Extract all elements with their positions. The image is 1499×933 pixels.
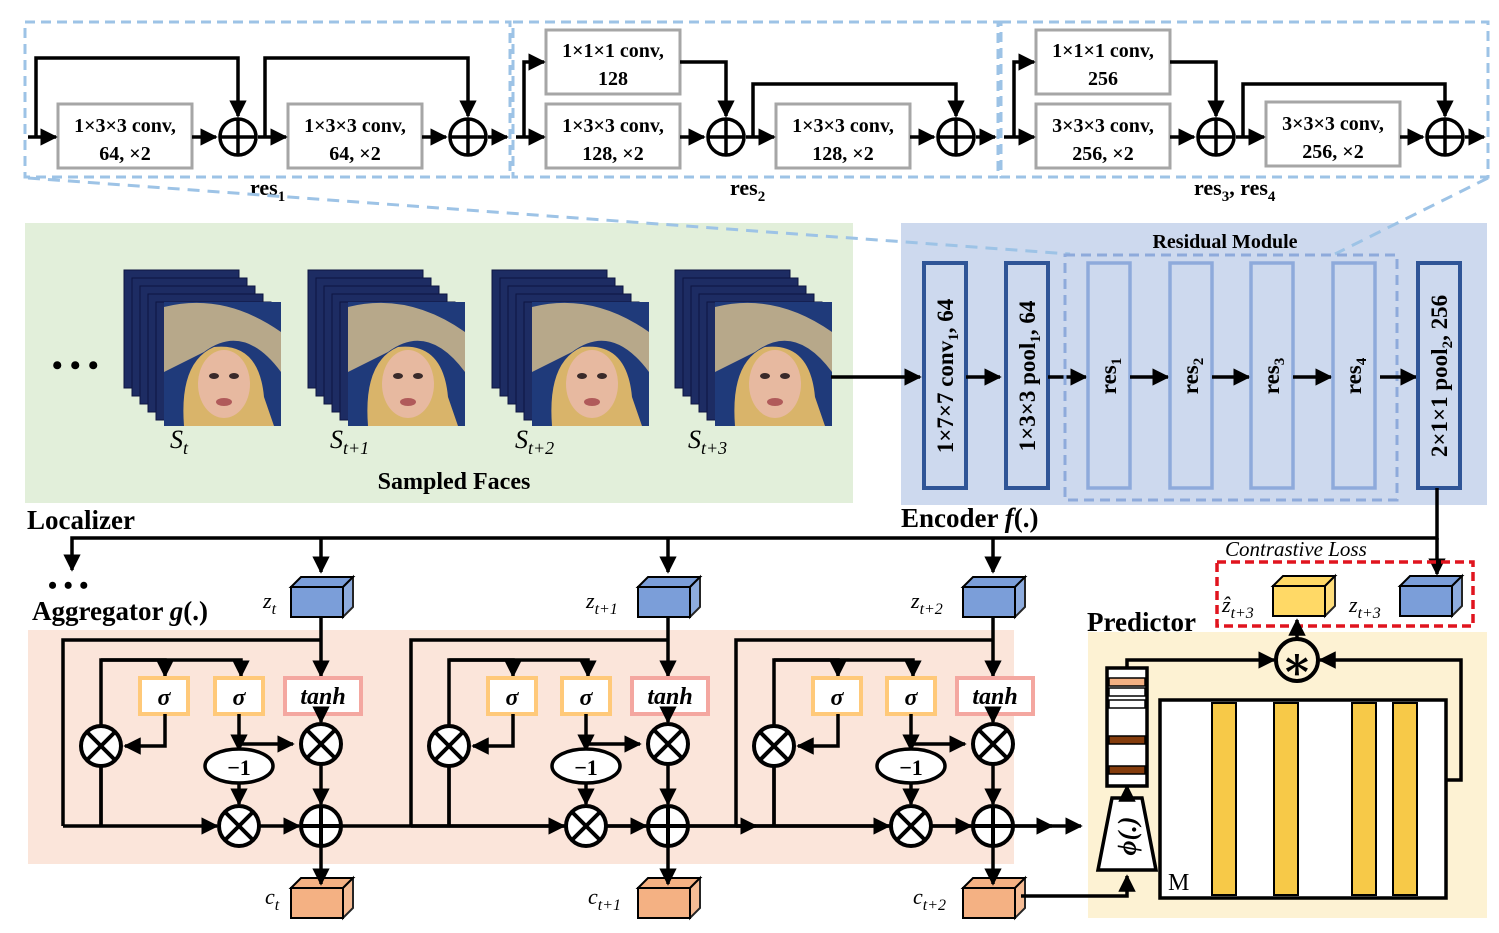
memory-label: M <box>1168 870 1189 896</box>
tanh-gate: tanh <box>972 684 1017 710</box>
encoder-output-bus <box>63 488 1446 576</box>
residual-module-stages: res1 res2 res3 res4 <box>1086 261 1377 490</box>
res2-conv-b-line1: 1×3×3 conv, <box>792 115 894 137</box>
encoder-pool2-label: 2×1×1 pool2, 256 <box>1427 295 1456 457</box>
face-stack <box>123 269 281 426</box>
encoder-conv1-label: 1×7×7 conv1, 64 <box>933 298 962 453</box>
sigma-gate: σ <box>831 685 845 711</box>
sigma-gate: σ <box>905 685 919 711</box>
sigma-gate: σ <box>506 685 520 711</box>
face-stack <box>307 269 465 426</box>
aggregator-ellipsis: • • • <box>48 571 88 600</box>
minus-one: −1 <box>227 755 251 780</box>
minus-one: −1 <box>899 755 923 780</box>
contrastive-loss-label: Contrastive Loss <box>1225 537 1367 561</box>
res34-shortcut-line1: 1×1×1 conv, <box>1052 40 1154 62</box>
residual-stage-label: res2 <box>1178 358 1207 394</box>
sampled-faces-caption: Sampled Faces <box>378 469 531 495</box>
conv-operator-symbol: ∗ <box>1281 638 1313 689</box>
gru-cell: zt ct σ σ tanh −1 <box>61 574 758 921</box>
face-stack <box>491 269 649 426</box>
res34-conv-a-line2: 256, ×2 <box>1072 143 1133 165</box>
gru-cell: zt+1 ct+1 σ σ tanh −1 <box>409 574 1083 921</box>
residual-stage-label: res1 <box>1096 358 1125 394</box>
tanh-gate: tanh <box>647 684 692 710</box>
ztarget-label: zt+3 <box>1348 592 1381 622</box>
memory-bars <box>1211 702 1418 896</box>
feature-vector <box>1105 666 1149 788</box>
res1-conv-b-line2: 64, ×2 <box>329 143 380 165</box>
predictor-cubes <box>1270 573 1465 619</box>
res2-shortcut-line1: 1×1×1 conv, <box>562 40 664 62</box>
minus-one: −1 <box>574 755 598 780</box>
zhat-label: ẑt+3 <box>1221 592 1254 622</box>
res2-shortcut-line2: 128 <box>598 68 628 90</box>
aggregator-region <box>28 630 1014 864</box>
encoder-pool1-label: 1×3×3 pool1, 64 <box>1015 300 1044 451</box>
res1-conv-a-line1: 1×3×3 conv, <box>74 115 176 137</box>
residual-block-res3-res4: 1×1×1 conv, 256 3×3×3 conv, 256, ×2 3×3×… <box>999 20 1490 205</box>
z-label: zt+2 <box>910 588 943 618</box>
res2-label: res2 <box>730 175 765 205</box>
residual-stage-box <box>1331 261 1377 490</box>
c-label: ct <box>265 884 280 914</box>
res2-conv-a-line2: 128, ×2 <box>582 143 643 165</box>
res1-conv-b-line1: 1×3×3 conv, <box>304 115 406 137</box>
c-label: ct+1 <box>588 884 621 914</box>
predictor-label: Predictor <box>1087 607 1196 637</box>
residual-module-title: Residual Module <box>1152 231 1297 253</box>
tanh-gate: tanh <box>300 684 345 710</box>
localizer-ellipsis: • • • <box>52 349 99 382</box>
face-stacks <box>123 269 832 426</box>
tensor-cube <box>1397 573 1465 619</box>
tensor-cube <box>635 574 703 620</box>
zoom-connectors <box>27 176 1489 256</box>
res2-conv-a-line1: 1×3×3 conv, <box>562 115 664 137</box>
sigma-gate: σ <box>158 685 172 711</box>
residual-stage-label: res4 <box>1341 357 1370 394</box>
res34-label: res3, res4 <box>1194 175 1276 205</box>
face-stack <box>674 269 832 426</box>
res34-conv-b-line1: 3×3×3 conv, <box>1282 113 1384 135</box>
res34-conv-a-line1: 3×3×3 conv, <box>1052 115 1154 137</box>
encoder-region <box>901 223 1487 505</box>
gru-cell: zt+2 ct+2 σ σ tanh −1 <box>734 574 1054 921</box>
res34-shortcut-line2: 256 <box>1088 68 1118 90</box>
tensor-cube <box>1270 573 1338 619</box>
sigma-gate: σ <box>580 685 594 711</box>
c-label: ct+2 <box>913 884 946 914</box>
contrastive-loss-box <box>1215 560 1475 628</box>
res1-label: res1 <box>250 175 285 205</box>
res2-conv-b-line2: 128, ×2 <box>812 143 873 165</box>
z-label: zt <box>262 588 277 618</box>
tensor-cube <box>288 574 356 620</box>
gru-cells: zt ct σ σ tanh −1 zt+1 ct+1 σ σ tanh −1 zt+2 ct+2 σ σ ta… <box>61 574 1083 921</box>
aggregator-label: Aggregator g(.) <box>32 596 208 626</box>
residual-stage-label: res3 <box>1259 358 1288 394</box>
encoder-label: Encoder f(.) <box>901 503 1039 533</box>
residual-block-res2: 1×1×1 conv, 128 1×3×3 conv, 128, ×2 1×3×… <box>511 20 1000 205</box>
z-label: zt+1 <box>585 588 618 618</box>
phi-label: ϕ(.) <box>1113 817 1142 856</box>
res1-conv-a-line2: 64, ×2 <box>99 143 150 165</box>
residual-block-res1: 1×3×3 conv, 64, ×2 1×3×3 conv, 64, ×2 re… <box>23 20 512 205</box>
res34-conv-b-line2: 256, ×2 <box>1302 141 1363 163</box>
tensor-cube <box>960 574 1028 620</box>
sigma-gate: σ <box>233 685 247 711</box>
localizer-label: Localizer <box>27 505 135 535</box>
